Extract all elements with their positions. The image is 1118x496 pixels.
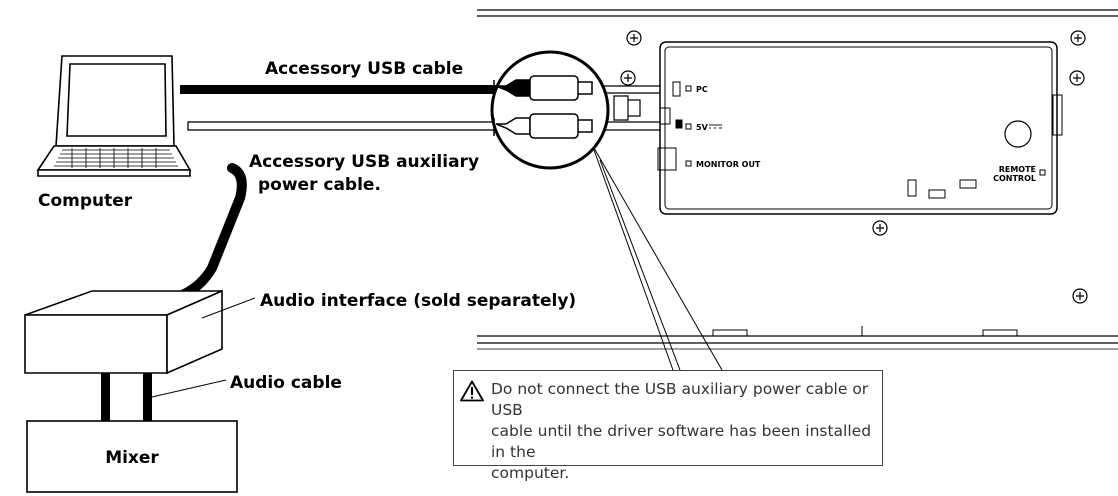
screw-icon (1072, 288, 1088, 304)
computer-audio-interface-cable (141, 163, 247, 307)
remote-control-label-line2: CONTROL (993, 174, 1036, 183)
warning-note: Do not connect the USB auxiliary power c… (453, 370, 883, 482)
aux-cable-label-line2: power cable. (258, 175, 381, 195)
remote-control-label-line1: REMOTE (999, 165, 1036, 174)
dc-symbol-icon (709, 124, 722, 129)
audio-interface-box (24, 289, 223, 375)
usb-cable-label: Accessory USB cable (265, 59, 463, 79)
audio-cables (101, 373, 152, 421)
aux-cable-label-line1: Accessory USB auxiliary (249, 152, 479, 172)
screw-icon (872, 220, 888, 236)
warning-triangle-icon (460, 380, 484, 402)
device-rear-panel (477, 9, 1118, 350)
warning-text: Do not connect the USB auxiliary power c… (491, 380, 872, 482)
device-ports (657, 81, 1046, 199)
usb-plug (613, 95, 641, 121)
mixer-label: Mixer (105, 448, 159, 468)
pc-port-label: PC (696, 85, 708, 94)
laptop-computer-icon (36, 55, 192, 177)
screw-icon (1070, 30, 1086, 46)
audio-interface-leader (201, 297, 256, 319)
audio-interface-label: Audio interface (sold separately) (260, 291, 576, 311)
5v-port-label: 5V (696, 123, 709, 132)
screw-icon (626, 30, 642, 46)
screw-icon (1069, 70, 1085, 86)
screw-icon (620, 70, 636, 86)
audio-cable-label: Audio cable (230, 373, 342, 393)
monitor-out-port-label: MONITOR OUT (696, 160, 761, 169)
computer-label: Computer (38, 191, 133, 211)
connector-magnifier (490, 50, 610, 170)
callout-lines (593, 147, 723, 371)
mixer-box (26, 420, 238, 493)
audio-cable-leader (151, 379, 227, 398)
screw-icons (620, 30, 1088, 304)
